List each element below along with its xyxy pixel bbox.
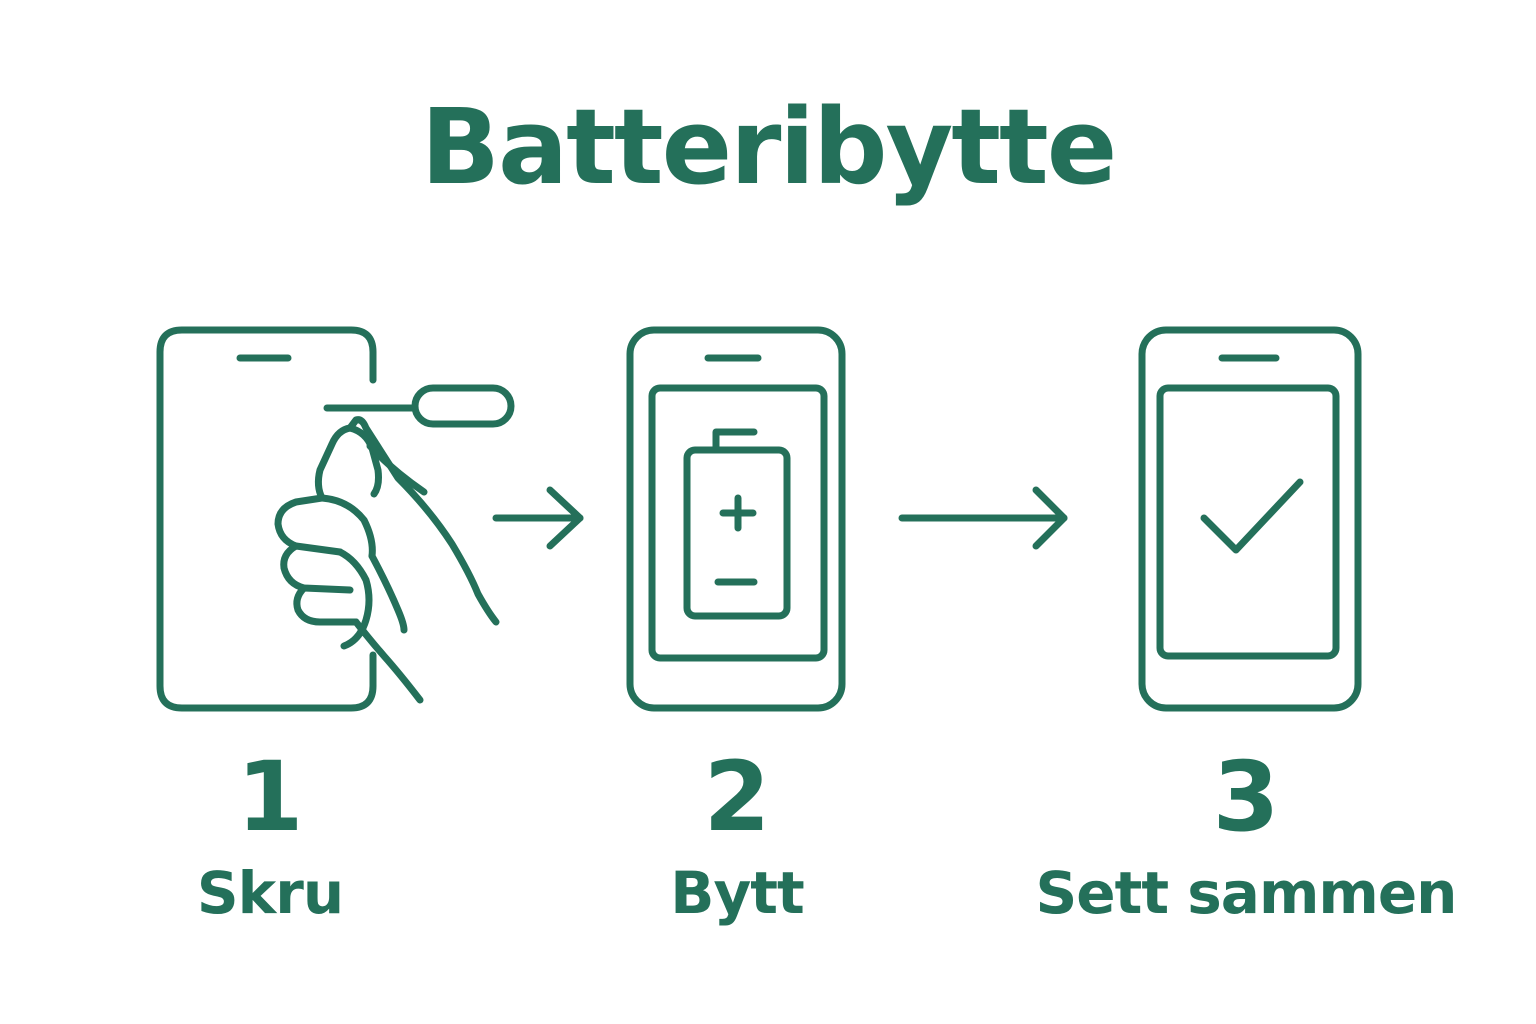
step-number: 1 <box>236 741 304 853</box>
arrow-right-icon <box>492 486 584 550</box>
step-number: 3 <box>1212 741 1280 853</box>
arrow-right-icon <box>898 486 1068 550</box>
step-label: Bytt <box>670 859 804 927</box>
phone-battery-icon <box>626 326 846 712</box>
phone-checkmark-icon <box>1138 326 1362 712</box>
step-label: Skru <box>196 859 344 927</box>
step-number: 2 <box>703 741 771 853</box>
diagram-title: Batteribytte <box>420 86 1118 208</box>
phone-hand-screwdriver-icon <box>156 326 515 712</box>
step-label: Sett sammen <box>1035 859 1458 927</box>
